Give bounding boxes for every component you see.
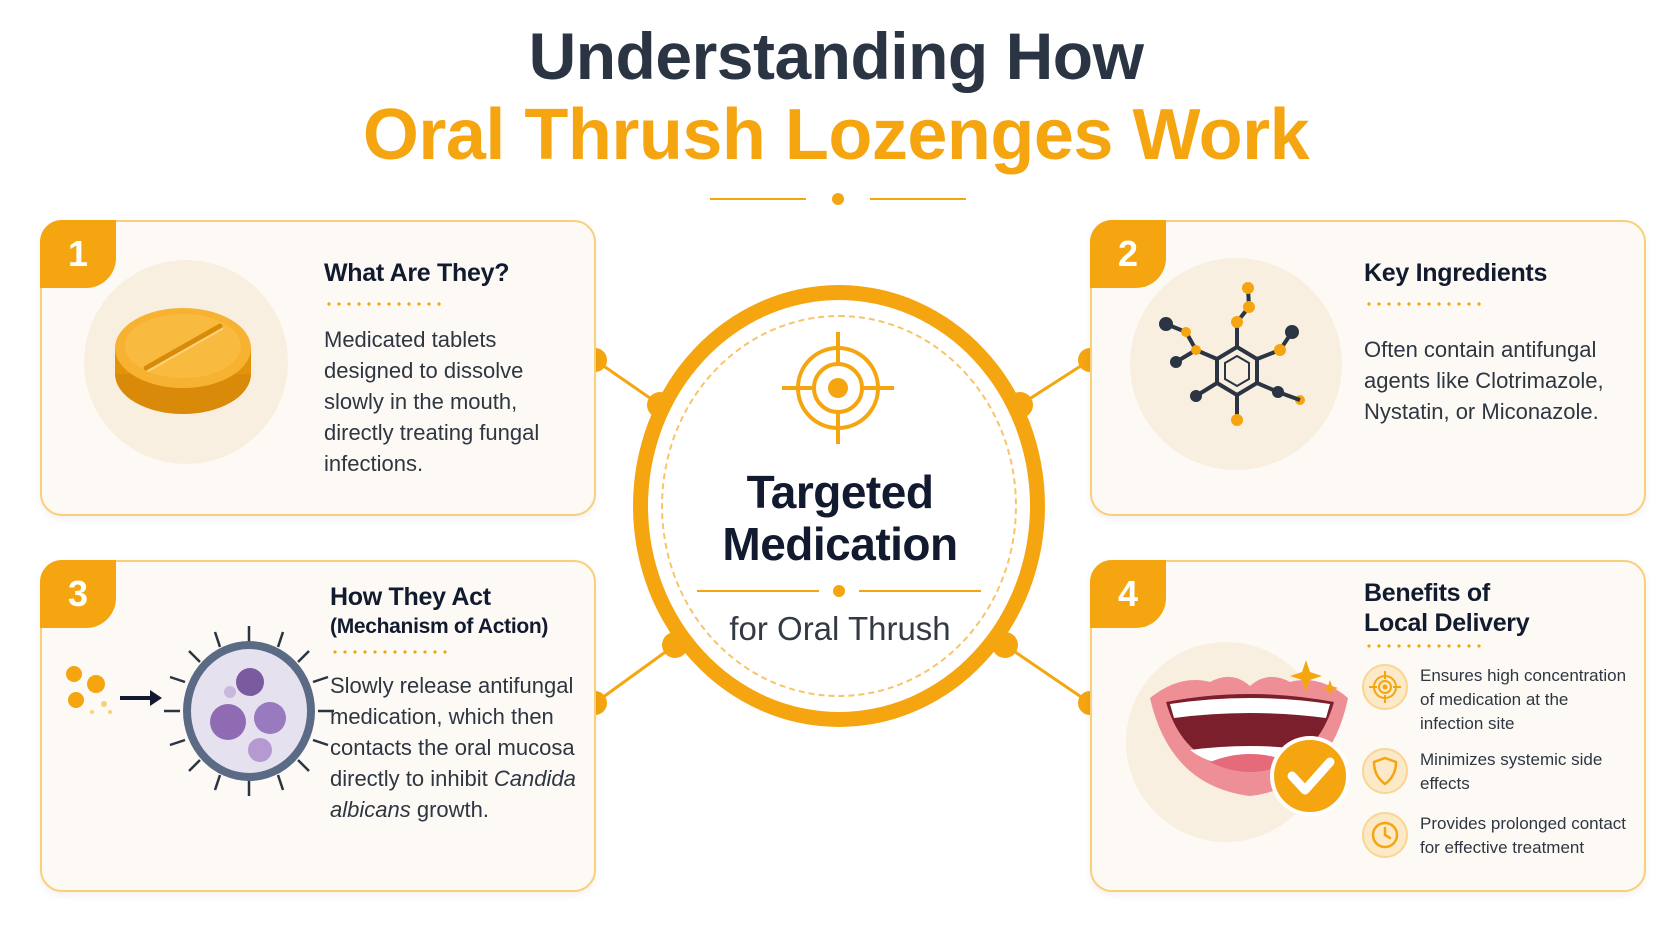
- card-subtitle: (Mechanism of Action): [330, 615, 549, 638]
- title-divider: [710, 193, 966, 205]
- card-number: 2: [1090, 220, 1166, 288]
- clock-icon-badge: [1362, 812, 1408, 858]
- benefit-text: Minimizes systemic side effects: [1420, 750, 1603, 793]
- card-text-italic: Candida albicans: [330, 766, 576, 822]
- card-text: Slowly release antifungal medication, wh…: [330, 670, 590, 825]
- card-benefits: 4 Benefits of Local Delivery Ensures: [1090, 560, 1646, 892]
- clock-icon: [1371, 821, 1399, 849]
- card-title: Benefits of Local Delivery: [1364, 578, 1530, 638]
- center-divider: [697, 585, 981, 597]
- benefit-item: Ensures high concentration of medication…: [1362, 664, 1637, 736]
- benefit-item: Minimizes systemic side effects: [1362, 748, 1637, 798]
- title-underline: [1364, 302, 1484, 306]
- card-number: 3: [40, 560, 116, 628]
- benefit-text: Ensures high concentration of medication…: [1420, 666, 1627, 733]
- title-line-2: Oral Thrush Lozenges Work: [362, 95, 1310, 175]
- center-title: Targeted Medication: [722, 466, 958, 570]
- card-title-main: How They Act: [330, 583, 491, 611]
- target-icon: [1369, 671, 1401, 703]
- card-what-are-they: 1 What Are They? Medicated tablets desig…: [40, 220, 596, 516]
- medication-particles-icon: [66, 666, 162, 714]
- shield-icon: [1372, 756, 1398, 786]
- title-line-1: Understanding How: [528, 19, 1144, 93]
- card-text-part: growth.: [410, 797, 489, 822]
- lozenge-tablet-icon: [115, 308, 251, 414]
- benefit-item: Provides prolonged contact for effective…: [1362, 812, 1637, 862]
- title-underline: [330, 650, 450, 654]
- card-number: 1: [40, 220, 116, 288]
- card-title-line-2: Local Delivery: [1364, 609, 1530, 637]
- target-icon-badge: [1362, 664, 1408, 710]
- card-title: What Are They?: [324, 259, 510, 287]
- card-title-line-1: Benefits of: [1364, 579, 1490, 607]
- benefit-text: Provides prolonged contact for effective…: [1420, 814, 1627, 857]
- target-icon: [782, 332, 894, 444]
- molecule-icon: [1159, 282, 1305, 426]
- card-title: How They Act (Mechanism of Action): [330, 582, 548, 642]
- card-number: 4: [1090, 560, 1166, 628]
- card-text: Medicated tablets designed to dissolve s…: [324, 327, 540, 476]
- card-key-ingredients: 2 Key I: [1090, 220, 1646, 516]
- card-text: Often contain antifungal agents like Clo…: [1364, 337, 1604, 424]
- center-inner-ring: [661, 315, 1017, 697]
- smiling-mouth-icon: [1150, 660, 1350, 816]
- fungal-cell-icon: [164, 626, 334, 796]
- card-text-part: Slowly release antifungal medication, wh…: [330, 673, 575, 791]
- card-title: Key Ingredients: [1364, 259, 1548, 287]
- title-underline: [1364, 644, 1484, 648]
- center-subtitle: for Oral Thrush: [729, 610, 951, 647]
- icon-background: [1130, 258, 1342, 470]
- title-underline: [324, 302, 444, 306]
- shield-icon-badge: [1362, 748, 1408, 794]
- card-how-they-act: 3 How They Act (Mechanism of Action): [40, 560, 596, 892]
